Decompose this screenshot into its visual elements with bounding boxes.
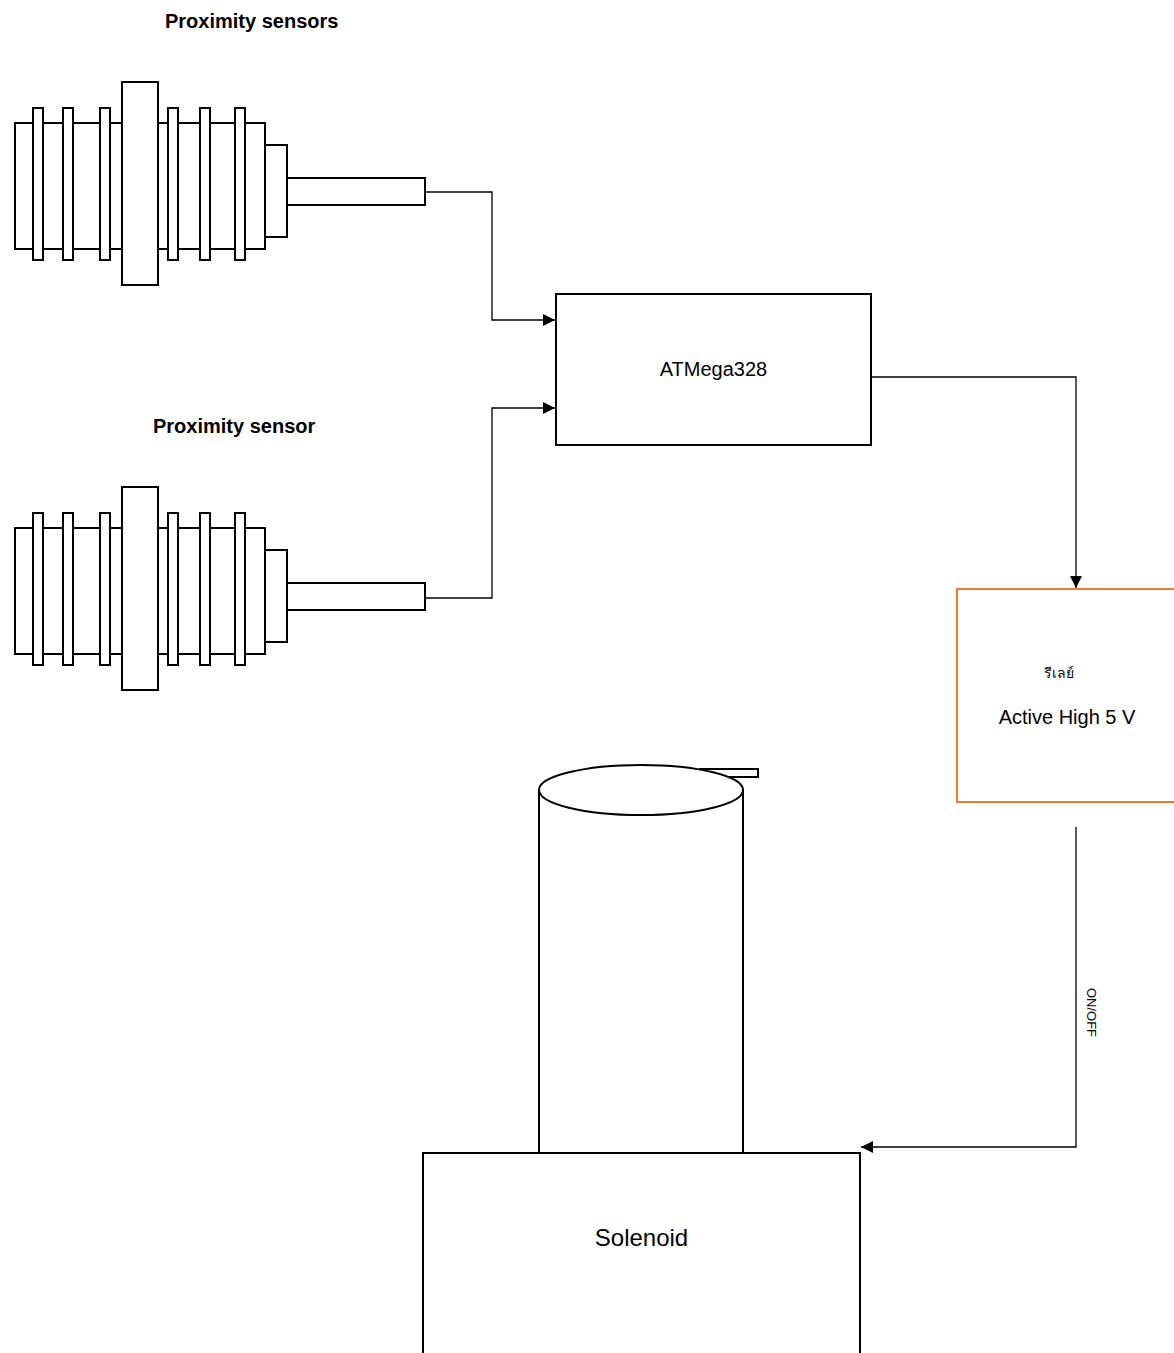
- plunger-top: [539, 765, 743, 815]
- sensor-cable: [287, 583, 425, 610]
- proximity-sensor-drawing: [15, 487, 425, 690]
- sensor-cable: [287, 178, 425, 205]
- relay-box: รีเลย์ Active High 5 V: [956, 588, 1174, 803]
- sensor-ring: [33, 108, 43, 260]
- box-title: ATMega328: [660, 358, 767, 381]
- sensor-ring: [33, 513, 43, 665]
- sensor-cap: [265, 145, 287, 237]
- solenoid-plunger: [539, 765, 758, 1153]
- signal-arrow: [425, 192, 555, 320]
- box-text: Active High 5 V: [999, 706, 1136, 729]
- signal-arrow: [861, 827, 1076, 1147]
- sensor-ring: [235, 513, 245, 665]
- signal-arrow: [425, 408, 555, 598]
- sensor-node: Proximity sensor: [15, 415, 425, 695]
- sensor-ring: [168, 513, 178, 665]
- sensor-ring: [63, 108, 73, 260]
- sensor-ring: [168, 108, 178, 260]
- sensor-cap: [265, 550, 287, 642]
- sensor-ring: [200, 108, 210, 260]
- sensor-ring: [200, 513, 210, 665]
- controller-box: ATMega328: [555, 293, 872, 446]
- signal-arrow: [872, 377, 1076, 588]
- box-title: รีเลย์: [1044, 662, 1074, 684]
- sensor-node: Proximity sensors: [15, 10, 425, 290]
- sensor-label: Proximity sensors: [165, 10, 338, 33]
- sensor-label: Proximity sensor: [153, 415, 315, 438]
- sensor-ring: [100, 513, 110, 665]
- plunger-body: [539, 790, 743, 1153]
- edge-label: ON/OFF: [1083, 984, 1100, 1039]
- box-title: Solenoid: [595, 1224, 688, 1252]
- sensor-flange: [122, 487, 158, 690]
- solenoid-box: Solenoid: [422, 1152, 861, 1353]
- sensor-ring: [100, 108, 110, 260]
- sensor-flange: [122, 82, 158, 285]
- proximity-sensor-drawing: [15, 82, 425, 285]
- sensor-ring: [63, 513, 73, 665]
- sensor-ring: [235, 108, 245, 260]
